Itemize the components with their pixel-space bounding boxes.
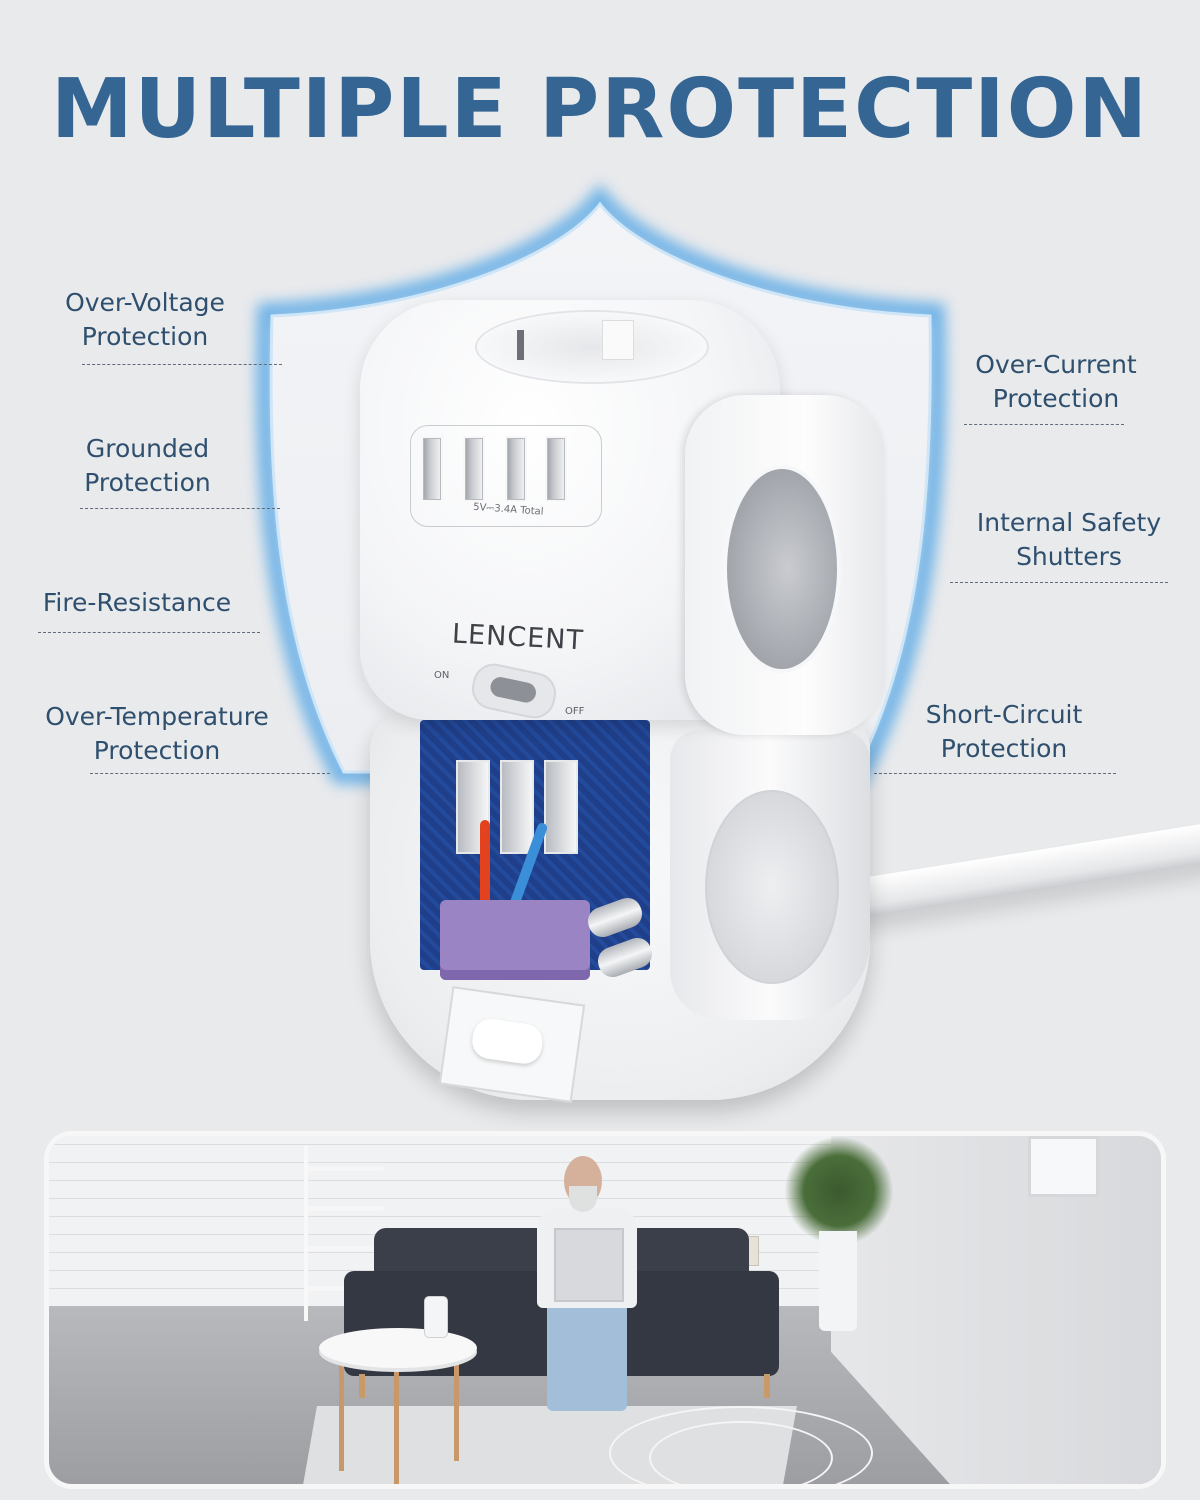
sofa-leg: [764, 1374, 770, 1398]
lifestyle-photo: [44, 1131, 1166, 1489]
feature-over-current: Over-Current Protection: [958, 348, 1154, 425]
feature-label-line1: Fire-Resistance: [42, 588, 232, 617]
usb-port-icon: [421, 436, 443, 502]
feature-label-line2: Protection: [93, 736, 221, 765]
dashed-divider: [80, 508, 280, 509]
feature-label-line2: Shutters: [1016, 542, 1122, 571]
top-socket: [475, 310, 709, 384]
dashed-divider: [82, 364, 282, 365]
feature-label-line2: Protection: [940, 734, 1068, 763]
feature-over-voltage: Over-Voltage Protection: [40, 286, 282, 365]
rocker-switch: [438, 986, 586, 1103]
side-socket: [685, 395, 885, 735]
feature-label-line2: Protection: [992, 384, 1120, 413]
device-cutaway-base: [370, 710, 870, 1103]
feature-internal-safety-shutters: Internal Safety Shutters: [950, 506, 1176, 583]
feature-label-line1: Short-Circuit: [925, 700, 1083, 729]
feature-short-circuit: Short-Circuit Protection: [874, 698, 1116, 774]
usb-port-icon: [505, 436, 527, 502]
laptop-icon: [554, 1228, 624, 1302]
feature-grounded: Grounded Protection: [40, 432, 280, 509]
person-legs: [547, 1301, 627, 1411]
dashed-divider: [964, 424, 1124, 425]
switch-off-label: OFF: [565, 706, 585, 717]
feature-label-line1: Grounded: [85, 434, 210, 463]
page-title: MULTIPLE PROTECTION: [50, 62, 1150, 157]
table-leg: [339, 1361, 344, 1471]
shutter-tab: [602, 320, 634, 360]
power-cable: [846, 820, 1200, 920]
usb-port-icon: [544, 760, 578, 854]
feature-label-line2: Protection: [84, 468, 211, 497]
feature-label-line1: Internal Safety: [976, 508, 1162, 537]
capacitor-icon: [584, 893, 646, 942]
usb-port-icon: [463, 436, 485, 502]
power-cube-in-scene: [424, 1296, 448, 1338]
feature-label-line1: Over-Temperature: [45, 702, 269, 731]
window: [1028, 1136, 1099, 1197]
power-switch: [468, 659, 560, 723]
ground-clip: [517, 330, 524, 360]
table-leg: [454, 1361, 459, 1461]
person-beard: [569, 1186, 597, 1212]
side-table: [319, 1328, 477, 1368]
usb-rating-label: 5V⎓3.4A Total: [472, 501, 544, 518]
brand-logo: LENCENT: [451, 618, 585, 657]
dashed-divider: [38, 632, 260, 633]
socket-hole: [723, 465, 841, 673]
plant-icon: [784, 1136, 894, 1246]
terminal-block: [440, 900, 590, 980]
feature-label-line1: Over-Voltage: [65, 288, 225, 317]
feature-label-line1: Over-Current: [975, 350, 1137, 379]
feature-fire-resistance: Fire-Resistance: [26, 586, 260, 633]
dashed-divider: [950, 582, 1168, 583]
red-wire: [480, 820, 490, 930]
circuit-board: [420, 720, 656, 982]
cable-coil: [649, 1421, 833, 1484]
dashed-divider: [90, 773, 330, 774]
socket-hole: [705, 790, 839, 984]
power-cube-device: 5V⎓3.4A Total LENCENT ON OFF: [330, 300, 1200, 1103]
feature-label-line2: Protection: [81, 322, 209, 351]
usb-panel: 5V⎓3.4A Total: [410, 425, 602, 527]
feature-over-temperature: Over-Temperature Protection: [26, 700, 330, 774]
table-leg: [394, 1364, 399, 1484]
usb-port-icon: [500, 760, 534, 854]
sofa-leg: [359, 1374, 365, 1398]
capacitor-icon: [594, 933, 656, 982]
plant-pot: [819, 1231, 857, 1331]
switch-on-label: ON: [434, 670, 450, 681]
lower-socket: [670, 730, 870, 1020]
usb-port-icon: [545, 436, 567, 502]
dashed-divider: [874, 773, 1116, 774]
